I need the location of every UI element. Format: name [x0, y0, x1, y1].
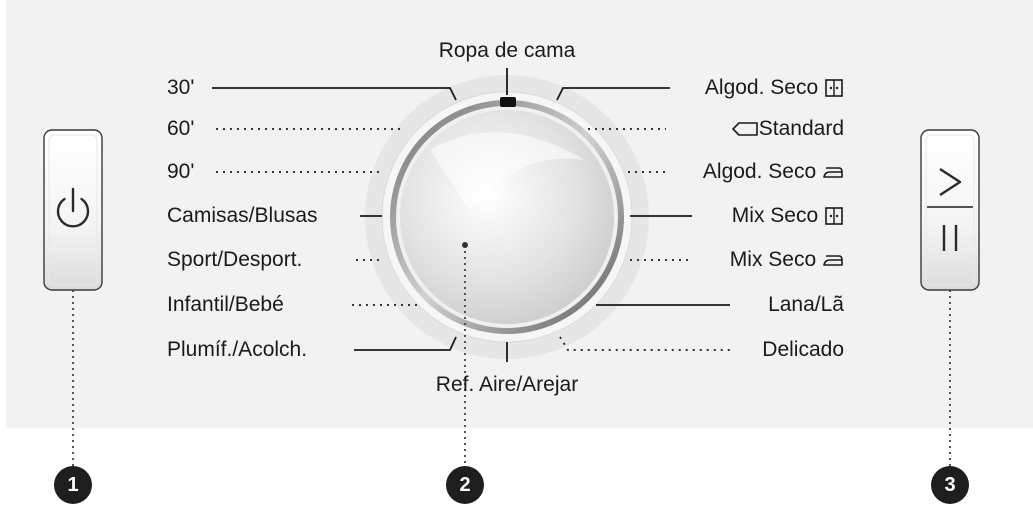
- program-dial[interactable]: [365, 75, 649, 359]
- program-label-60: 60': [167, 117, 195, 140]
- dial-position-marker: [500, 97, 516, 107]
- program-label-mix-iron: Mix Seco: [730, 248, 844, 272]
- cupboard-dry-icon: [825, 79, 843, 98]
- iron-dry-icon: [823, 167, 843, 179]
- program-label-cotton-iron: Algod. Seco: [703, 160, 844, 184]
- callout-3: 3: [931, 466, 969, 504]
- dial-label-bottom: Ref. Aire/Arejar: [435, 373, 579, 396]
- right-leader-lines: [556, 87, 732, 351]
- pause-icon: [942, 225, 958, 251]
- left-leader-lines: [212, 87, 457, 351]
- cupboard-dry-icon: [825, 207, 843, 226]
- program-label-duvets: Plumíf./Acolch.: [167, 338, 308, 361]
- start-pause-button[interactable]: [920, 129, 980, 291]
- program-label-delicates: Delicado: [762, 338, 844, 361]
- dial-label-top: Ropa de cama: [438, 39, 576, 62]
- program-label-mix-cupboard: Mix Seco: [732, 204, 844, 228]
- program-label-standard: Standard: [731, 117, 844, 141]
- program-label-30: 30': [167, 76, 195, 99]
- program-label-90: 90': [167, 160, 195, 183]
- power-icon: [56, 187, 90, 228]
- program-label-baby: Infantil/Bebé: [167, 293, 284, 316]
- start-icon: [939, 167, 962, 197]
- power-button[interactable]: [43, 129, 103, 291]
- program-label-cotton-cupboard: Algod. Seco: [705, 76, 844, 100]
- program-label-wool: Lana/Lã: [768, 293, 844, 316]
- program-label-sport: Sport/Desport.: [167, 248, 303, 271]
- callout-2: 2: [446, 466, 484, 504]
- iron-dry-icon: [823, 255, 843, 267]
- callout-leaders: [72, 245, 951, 470]
- callout-1: 1: [54, 466, 92, 504]
- tag-icon: [731, 122, 758, 137]
- program-label-shirts: Camisas/Blusas: [167, 204, 318, 227]
